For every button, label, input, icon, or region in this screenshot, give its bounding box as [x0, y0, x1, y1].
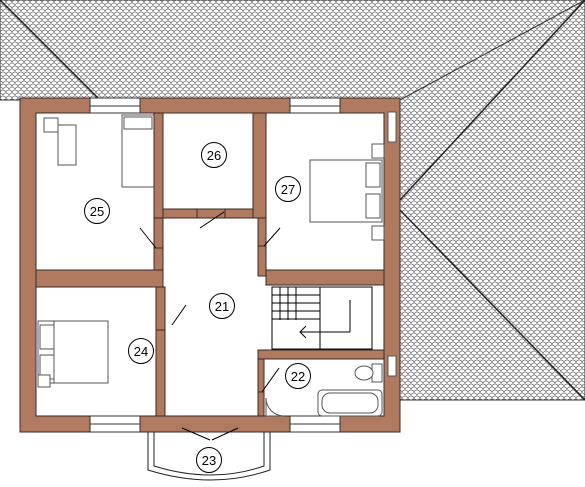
room-label-21: 21: [209, 293, 235, 319]
bathtub-inner-22: [321, 392, 379, 414]
stair-arrowhead: [299, 325, 307, 339]
toilet-bowl-22: [354, 365, 374, 381]
wall-22-left: [257, 391, 265, 417]
doors: [139, 211, 281, 441]
shower-22: [265, 397, 285, 417]
door-25: [139, 227, 157, 249]
nightstand-24: [37, 374, 51, 388]
windows: [89, 97, 341, 433]
roof-hip-left: [0, 0, 101, 101]
room-label-23: 23: [196, 447, 222, 473]
wall-25-24: [35, 269, 164, 288]
wall-24-hall: [155, 329, 166, 417]
wall-26-27: [252, 112, 267, 219]
pillow-27a: [365, 162, 381, 188]
pillow-25: [123, 116, 153, 130]
door-24: [171, 304, 187, 326]
nightstand-27b: [371, 225, 385, 241]
door-23-left: [181, 427, 211, 441]
roof-hip-right-top: [399, 0, 585, 201]
radiator-27: [387, 111, 397, 143]
room-24-bed-frame: [53, 320, 109, 384]
door-26: [199, 211, 225, 229]
door-27: [263, 227, 281, 247]
wall-27-stairs: [265, 269, 385, 286]
wall-25-26: [153, 112, 164, 219]
desk-25: [57, 124, 77, 166]
stairwell: [271, 286, 373, 350]
interior-walls: [35, 112, 385, 417]
room-label-22: 22: [285, 363, 311, 389]
balcony-inner: [153, 432, 265, 476]
room-label-26: 26: [201, 142, 227, 168]
chair-25: [43, 117, 59, 133]
door-22: [261, 367, 280, 393]
radiator-22: [387, 355, 397, 377]
roof-hip-right-bottom: [399, 209, 585, 401]
pillow-27b: [365, 193, 381, 219]
stairs: [271, 286, 373, 350]
room-label-27: 27: [275, 176, 301, 202]
furniture: [37, 111, 397, 417]
wall-27-hall: [257, 245, 267, 277]
bed-frame-24: [53, 320, 109, 384]
pillow-24a: [39, 324, 55, 350]
wall-22-top: [257, 349, 385, 360]
nightstand-27a: [371, 143, 385, 159]
door-23-right: [211, 427, 239, 441]
wall-26-bottom-left: [162, 208, 198, 219]
room-label-25: 25: [84, 198, 110, 224]
room-label-24: 24: [128, 338, 154, 364]
balcony-outline: [147, 432, 271, 481]
wall-26-bottom-right: [224, 208, 254, 219]
roof: [0, 0, 585, 401]
balcony: [147, 432, 271, 481]
